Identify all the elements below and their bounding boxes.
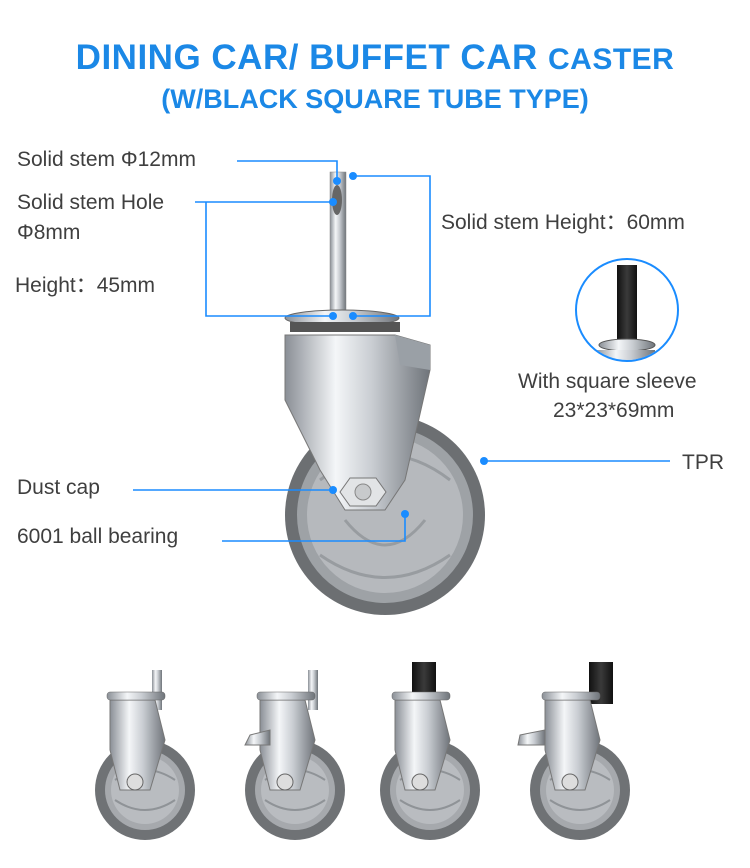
variant-square-tube <box>379 662 481 841</box>
square-sleeve-inset <box>575 258 679 362</box>
label-bearing: 6001 ball bearing <box>17 525 179 548</box>
label-stem-height: Solid stem Height：60mm <box>441 211 685 234</box>
callout-lines <box>133 160 670 542</box>
label-stem-diameter: Solid stem Φ12mm <box>17 148 196 171</box>
variant-solid-stem <box>94 670 196 841</box>
label-stem-hole-size: Φ8mm <box>17 221 81 244</box>
variant-solid-stem-brake <box>244 670 346 841</box>
main-caster <box>284 171 485 615</box>
label-sleeve-size: 23*23*69mm <box>553 399 675 422</box>
label-height: Height：45mm <box>15 274 156 297</box>
variant-square-tube-brake <box>517 662 631 841</box>
title-main: DINING CAR/ BUFFET CAR <box>75 38 548 77</box>
callout-dots <box>329 172 488 518</box>
label-sleeve: With square sleeve <box>518 370 697 393</box>
title-line-1: DINING CAR/ BUFFET CAR CASTER <box>0 38 750 78</box>
title-small: CASTER <box>547 43 675 76</box>
label-tpr: TPR <box>682 451 724 474</box>
label-dust-cap: Dust cap <box>17 476 100 499</box>
label-stem-hole: Solid stem Hole <box>17 191 165 214</box>
title-line-2: (W/BLACK SQUARE TUBE TYPE) <box>161 84 589 114</box>
